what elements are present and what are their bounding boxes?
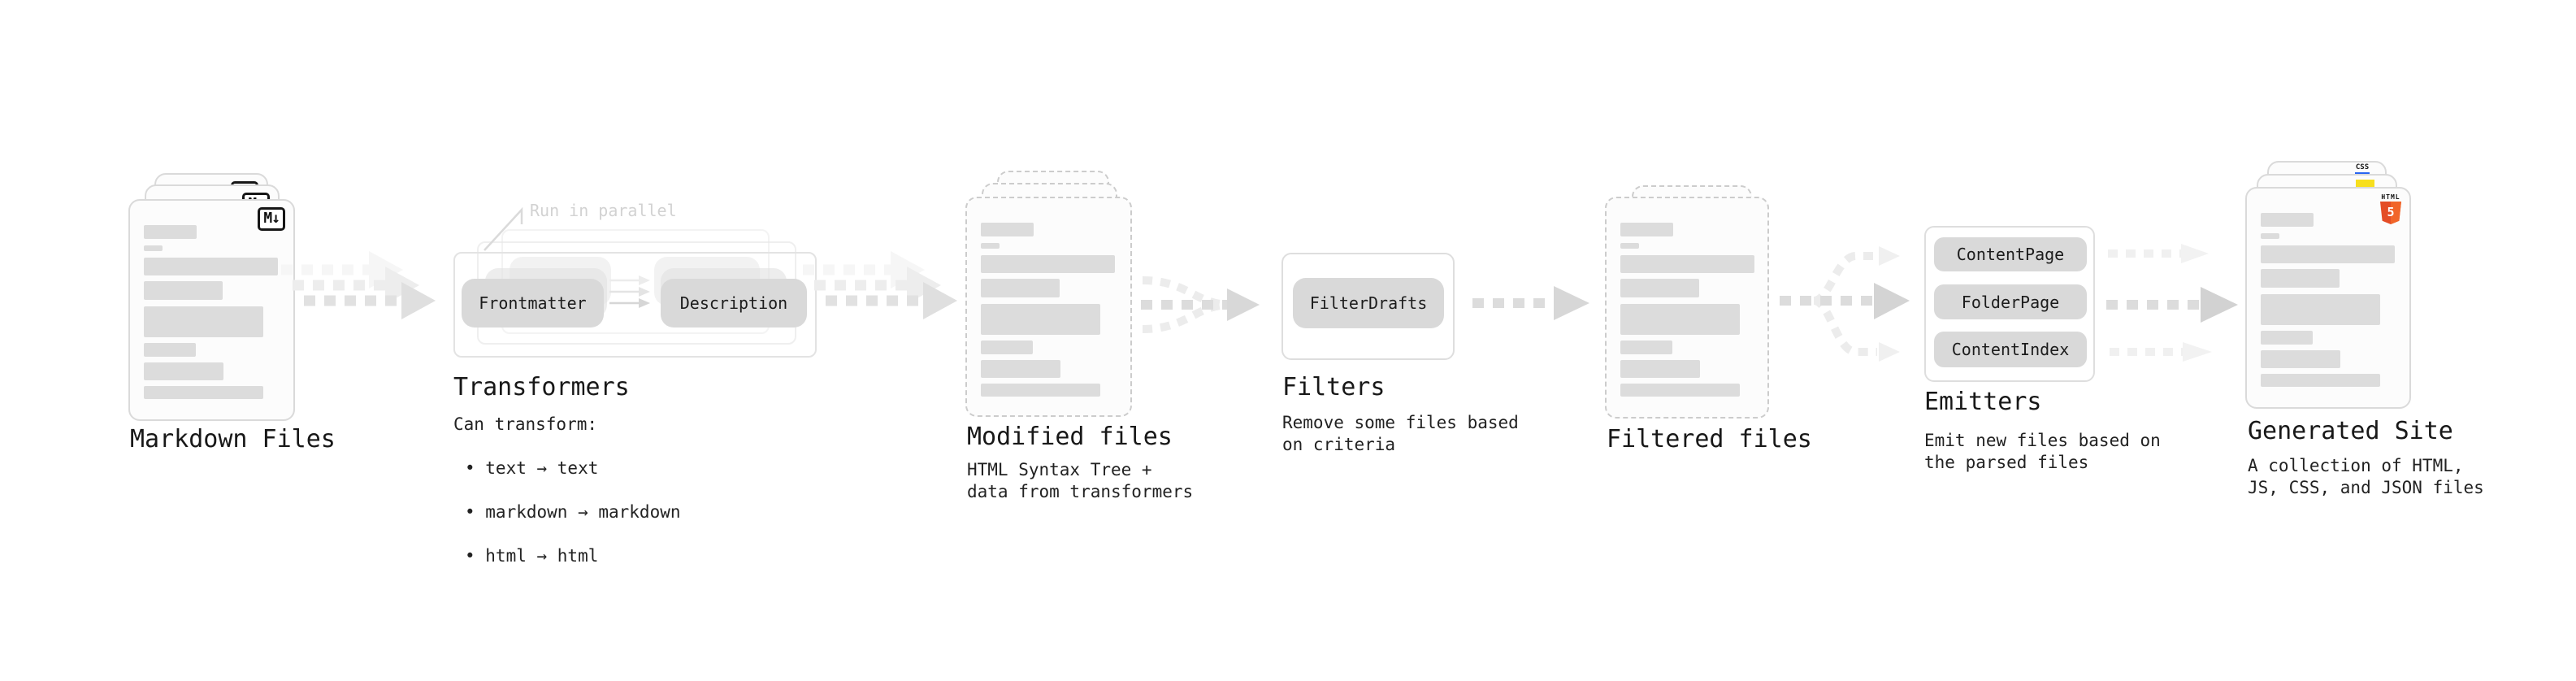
- placeholder-bar: [1620, 279, 1699, 297]
- emitters-subtitle: Emit new files based on the parsed files: [1924, 431, 2161, 472]
- filter-pill-filterdrafts: FilterDrafts: [1293, 278, 1444, 328]
- placeholder-bar: [144, 258, 278, 275]
- bullet-item: • text → text: [465, 458, 599, 478]
- placeholder-bar: [981, 279, 1060, 297]
- placeholder-bar: [144, 386, 263, 399]
- stage-title-emitters: Emitters: [1924, 388, 2042, 416]
- flow-arrow-modified-to-filters-icon: [1141, 276, 1260, 333]
- file-content-placeholder: [2247, 189, 2409, 407]
- file-content-placeholder: [1607, 198, 1767, 417]
- placeholder-bar: [144, 281, 223, 300]
- modified-files-subtitle: HTML Syntax Tree + data from transformer…: [967, 460, 1194, 501]
- css-icon-label: CSS: [2355, 163, 2370, 171]
- placeholder-bar: [1620, 340, 1672, 354]
- file-content-placeholder: [967, 198, 1130, 415]
- emitter-pill-contentpage: ContentPage: [1934, 237, 2087, 271]
- placeholder-bar: [981, 304, 1100, 335]
- placeholder-bar: [1620, 255, 1754, 273]
- stage-title-markdown-files: Markdown Files: [130, 425, 336, 453]
- markdown-files-stack: M↓ M↓ M↓: [128, 173, 295, 421]
- transformer-box: [453, 252, 817, 358]
- pill-arrow-icon: [609, 298, 650, 308]
- placeholder-bar: [981, 360, 1060, 378]
- placeholder-bar: [2261, 350, 2340, 368]
- generated-site-stack: CSS HTML 5: [2245, 161, 2412, 409]
- flow-arrow-filtered-to-emitters-icon: [1780, 246, 1910, 362]
- flow-arrow-transformers-to-modified-icon: [803, 251, 957, 319]
- placeholder-bar: [981, 340, 1033, 354]
- file-content-placeholder: [130, 201, 293, 419]
- emitter-pill-folderpage: FolderPage: [1934, 284, 2087, 319]
- placeholder-bar: [981, 223, 1034, 236]
- bullet-item: • markdown → markdown: [465, 502, 681, 522]
- pill-arrow-icon: [609, 275, 650, 285]
- stage-title-filters: Filters: [1282, 373, 1386, 401]
- placeholder-bar: [2261, 245, 2395, 263]
- modified-file-card-front: [965, 197, 1132, 417]
- stage-title-filtered-files: Filtered files: [1607, 425, 1812, 453]
- bullet-item: • html → html: [465, 546, 599, 566]
- placeholder-bar: [1620, 243, 1639, 249]
- placeholder-bar: [2261, 374, 2380, 387]
- transformer-pill-frontmatter: Frontmatter: [462, 279, 604, 327]
- filters-subtitle: Remove some files based on criteria: [1282, 413, 1519, 454]
- placeholder-bar: [2261, 269, 2340, 288]
- html5-icon-shield-highlight: [2391, 202, 2401, 224]
- placeholder-bar: [144, 225, 197, 239]
- flow-arrow-markdown-to-transformers-icon: [281, 251, 436, 319]
- transformers-bullet-list: • text → text • markdown → markdown • ht…: [453, 436, 681, 589]
- placeholder-bar: [144, 362, 223, 380]
- placeholder-bar: [1620, 360, 1700, 378]
- generated-file-card-html: HTML 5: [2245, 187, 2411, 409]
- stage-title-modified-files: Modified files: [967, 423, 1173, 451]
- placeholder-bar: [981, 255, 1115, 273]
- flow-arrow-filters-to-filtered-icon: [1472, 286, 1589, 320]
- html5-icon-shield: 5: [2380, 202, 2401, 224]
- stage-title-generated-site: Generated Site: [2248, 417, 2453, 445]
- markdown-file-card-front: M↓: [128, 199, 295, 421]
- placeholder-bar: [2261, 233, 2279, 239]
- stage-title-transformers: Transformers: [453, 373, 630, 401]
- filtered-file-card-front: [1605, 197, 1769, 419]
- placeholder-bar: [1620, 304, 1740, 335]
- placeholder-bar: [144, 306, 263, 337]
- run-in-parallel-annotation: Run in parallel: [530, 201, 677, 220]
- placeholder-bar: [2261, 331, 2313, 345]
- placeholder-bar: [1620, 384, 1740, 397]
- html5-icon: HTML 5: [2379, 193, 2402, 224]
- annotation-leader-line: [484, 206, 523, 251]
- pill-arrow-icon: [609, 287, 650, 297]
- placeholder-bar: [2261, 213, 2314, 227]
- filtered-files-stack: [1605, 185, 1772, 421]
- transformer-pill-description: Description: [661, 279, 807, 327]
- transformers-subtitle: Can transform:: [453, 414, 598, 434]
- placeholder-bar: [144, 245, 163, 251]
- placeholder-bar: [981, 243, 1000, 249]
- flow-arrow-emitters-to-generated-icon: [2106, 244, 2238, 362]
- javascript-icon: [2356, 180, 2374, 188]
- placeholder-bar: [1620, 223, 1673, 236]
- placeholder-bar: [144, 343, 196, 357]
- emitter-pill-contentindex: ContentIndex: [1934, 332, 2087, 367]
- html5-icon-label: HTML: [2381, 193, 2400, 201]
- generated-site-subtitle: A collection of HTML, JS, CSS, and JSON …: [2248, 456, 2484, 497]
- markdown-icon: M↓: [258, 207, 285, 231]
- placeholder-bar: [2261, 294, 2380, 325]
- modified-files-stack: [965, 171, 1132, 419]
- html5-icon-number: 5: [2387, 205, 2395, 219]
- placeholder-bar: [981, 384, 1100, 397]
